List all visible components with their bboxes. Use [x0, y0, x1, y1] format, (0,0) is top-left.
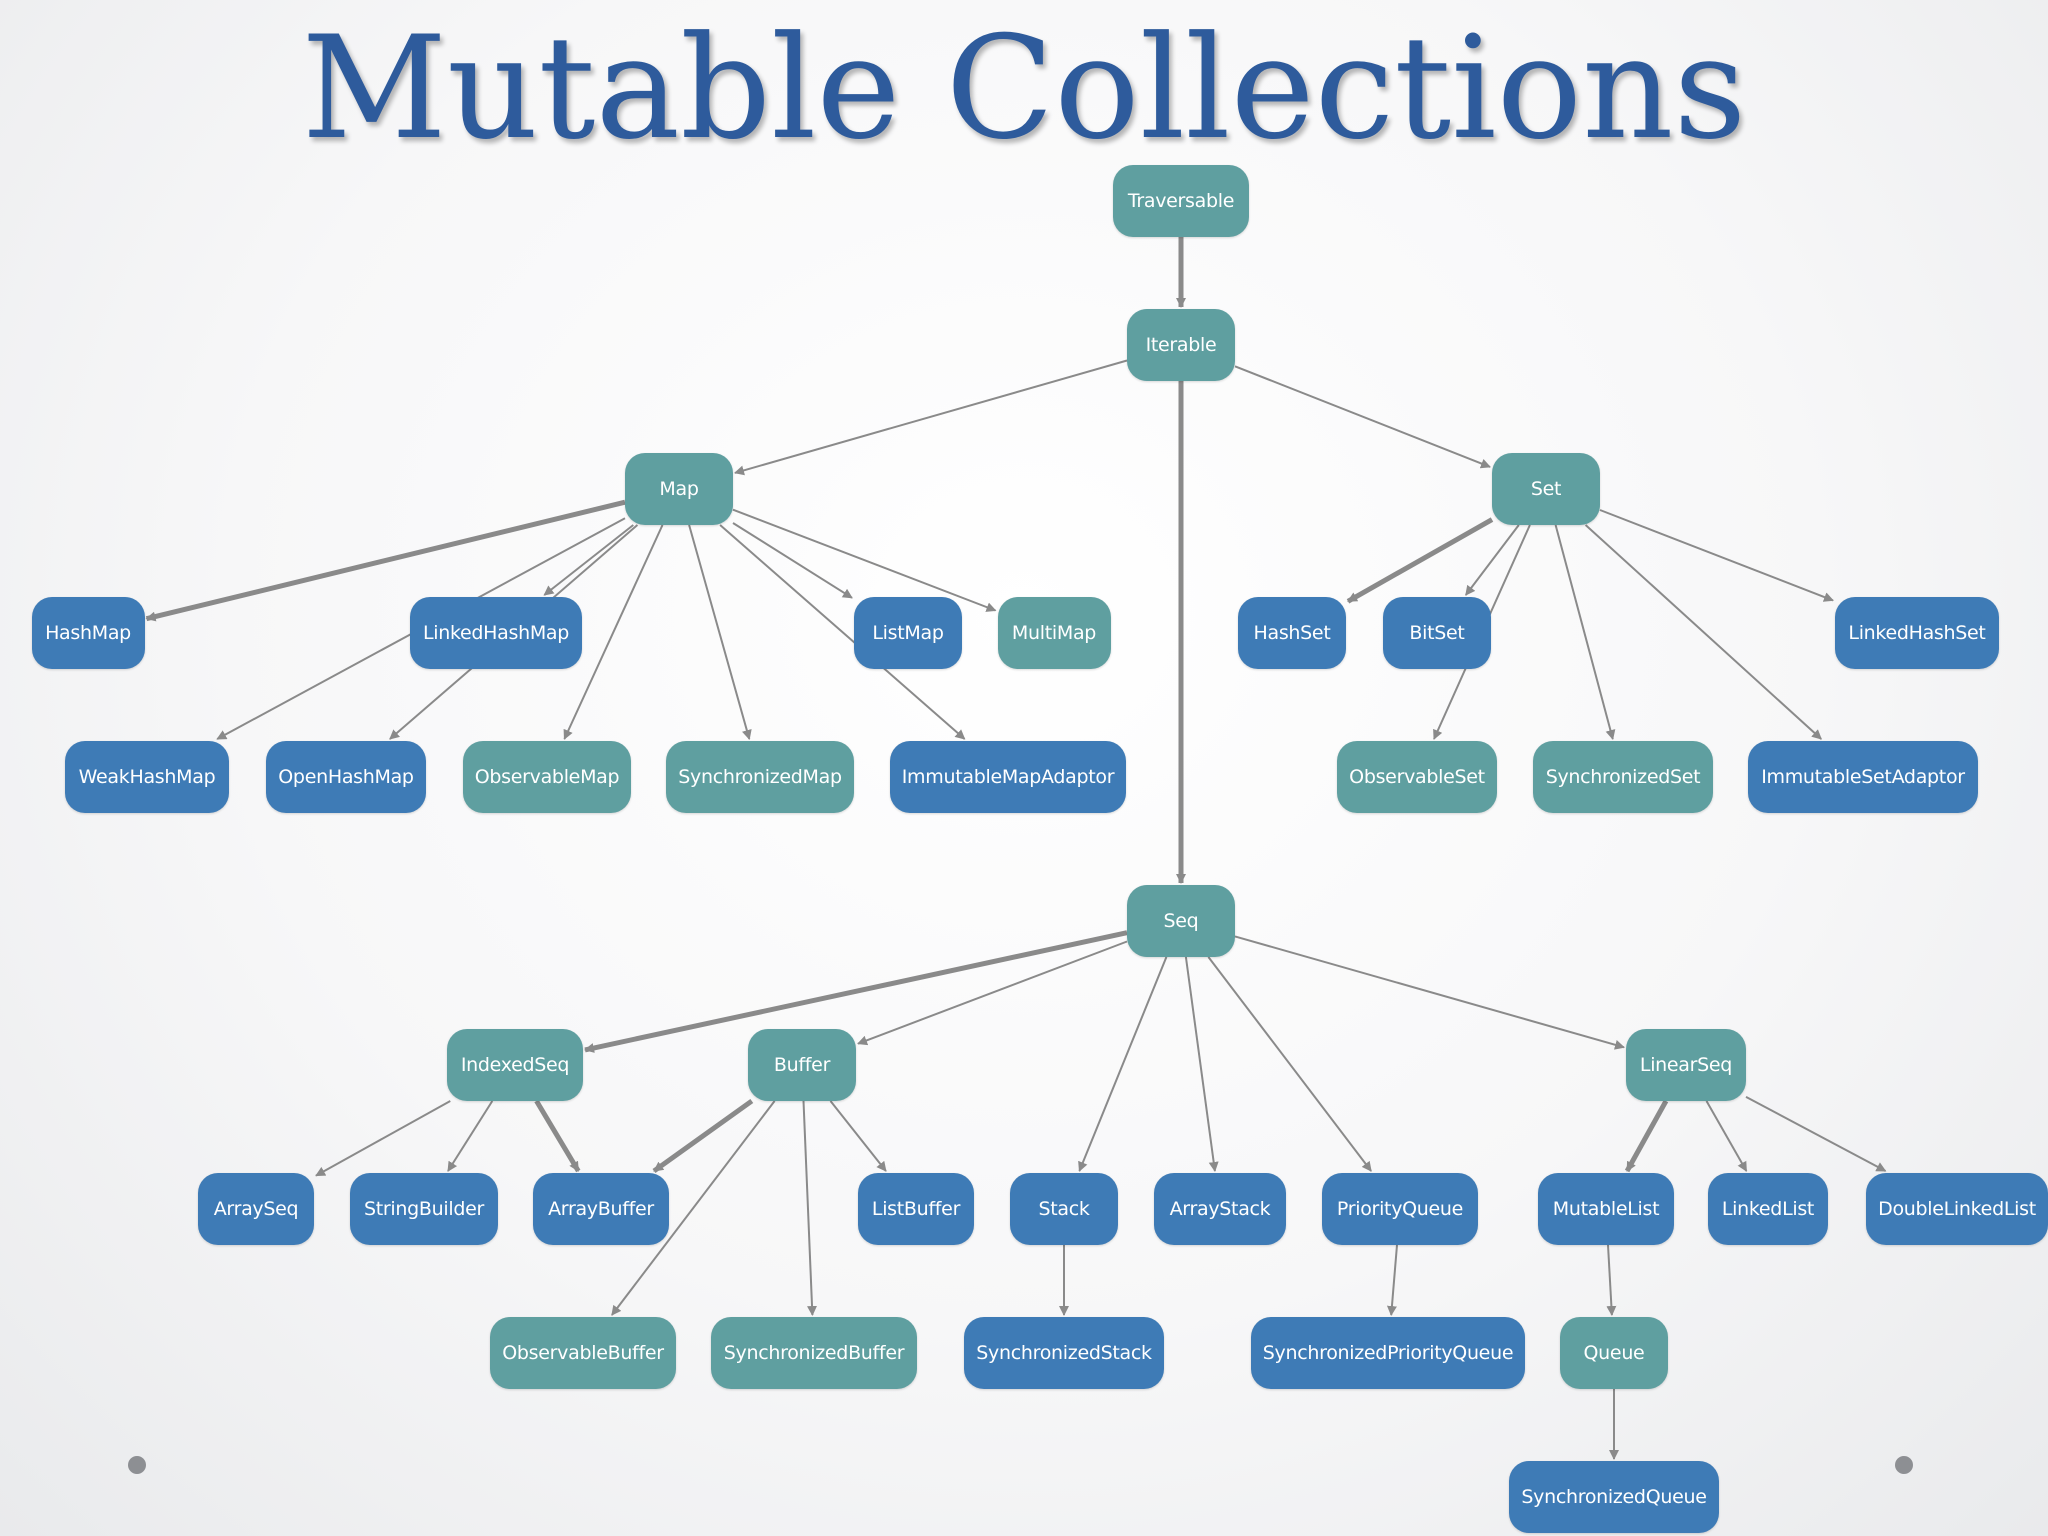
edge-buffer-to-observablebuffer: [611, 1100, 776, 1316]
edge-set-to-linkedhashset: [1599, 509, 1834, 602]
edge-buffer-to-synchronizedbuffer: [802, 1100, 818, 1316]
edge-iterable-to-map: [734, 359, 1128, 476]
edge-indexedseq-to-arrayseq: [315, 1100, 451, 1177]
node-hashset: HashSet: [1238, 597, 1346, 669]
node-seq: Seq: [1127, 885, 1235, 957]
node-bitset: BitSet: [1383, 597, 1491, 669]
edge-seq-to-buffer: [857, 940, 1128, 1046]
edge-indexedseq-to-arraybuffer: [534, 1099, 581, 1173]
edge-buffer-to-arraybuffer: [652, 1098, 754, 1174]
node-immutablemapadaptor: ImmutableMapAdaptor: [890, 741, 1126, 813]
edge-map-to-immutablemapadaptor: [719, 524, 966, 740]
node-doublelinkedlist: DoubleLinkedList: [1866, 1173, 2048, 1245]
node-stack: Stack: [1010, 1173, 1118, 1245]
edge-set-to-bitset: [1465, 524, 1520, 596]
edge-map-to-synchronizedmap: [688, 524, 752, 740]
node-traversable: Traversable: [1113, 165, 1249, 237]
edge-seq-to-arraystack: [1184, 956, 1219, 1172]
node-synchronizedmap: SynchronizedMap: [666, 741, 854, 813]
edge-priorityqueue-to-synchronizedpriorityqueue: [1386, 1244, 1398, 1316]
edge-linearseq-to-linkedlist: [1705, 1100, 1748, 1172]
right-bullet-dot: [1895, 1456, 1913, 1474]
edge-seq-to-linearseq: [1234, 935, 1625, 1050]
node-linkedhashset: LinkedHashSet: [1835, 597, 1999, 669]
node-immutablesetadaptor: ImmutableSetAdaptor: [1748, 741, 1978, 813]
node-indexedseq: IndexedSeq: [447, 1029, 583, 1101]
node-queue: Queue: [1560, 1317, 1668, 1389]
node-openhashmap: OpenHashMap: [266, 741, 426, 813]
node-map: Map: [625, 453, 733, 525]
node-iterable: Iterable: [1127, 309, 1235, 381]
node-synchronizedqueue: SynchronizedQueue: [1509, 1461, 1719, 1533]
edge-mutablelist-to-queue: [1606, 1244, 1617, 1316]
node-listmap: ListMap: [854, 597, 962, 669]
edge-buffer-to-listbuffer: [829, 1100, 887, 1172]
edge-iterable-to-set: [1234, 365, 1491, 469]
edge-map-to-linkedhashmap: [543, 524, 634, 596]
edge-seq-to-indexedseq: [584, 930, 1128, 1053]
node-synchronizedpriorityqueue: SynchronizedPriorityQueue: [1251, 1317, 1525, 1389]
edge-set-to-hashset: [1346, 517, 1494, 604]
node-arraystack: ArrayStack: [1154, 1173, 1286, 1245]
node-observablemap: ObservableMap: [463, 741, 631, 813]
node-priorityqueue: PriorityQueue: [1322, 1173, 1478, 1245]
node-arraybuffer: ArrayBuffer: [533, 1173, 669, 1245]
node-synchronizedstack: SynchronizedStack: [964, 1317, 1164, 1389]
edge-seq-to-stack: [1078, 956, 1168, 1172]
node-multimap: MultiMap: [997, 597, 1111, 669]
edge-set-to-synchronizedset: [1554, 524, 1616, 740]
edge-map-to-hashmap: [145, 499, 626, 622]
node-linearseq: LinearSeq: [1626, 1029, 1746, 1101]
node-set: Set: [1492, 453, 1600, 525]
edge-indexedseq-to-stringbuilder: [447, 1100, 494, 1172]
node-weakhashmap: WeakHashMap: [65, 741, 229, 813]
node-linkedlist: LinkedList: [1708, 1173, 1828, 1245]
node-linkedhashmap: LinkedHashMap: [410, 597, 582, 669]
node-synchronizedbuffer: SynchronizedBuffer: [711, 1317, 917, 1389]
node-observablebuffer: ObservableBuffer: [490, 1317, 676, 1389]
edge-map-to-multimap: [732, 508, 997, 612]
node-mutablelist: MutableList: [1538, 1173, 1674, 1245]
edge-set-to-immutablesetadaptor: [1584, 524, 1822, 740]
edge-linearseq-to-mutablelist: [1624, 1099, 1669, 1173]
slide-title: Mutable Collections: [301, 6, 1747, 171]
edge-seq-to-priorityqueue: [1207, 956, 1372, 1172]
edge-map-to-listmap: [732, 522, 853, 599]
node-listbuffer: ListBuffer: [858, 1173, 974, 1245]
node-buffer: Buffer: [748, 1029, 856, 1101]
edge-linearseq-to-doublelinkedlist: [1745, 1096, 1887, 1172]
node-synchronizedset: SynchronizedSet: [1533, 741, 1713, 813]
node-observableset: ObservableSet: [1337, 741, 1497, 813]
node-arrayseq: ArraySeq: [198, 1173, 314, 1245]
node-stringbuilder: StringBuilder: [350, 1173, 498, 1245]
edge-map-to-observablemap: [563, 524, 664, 740]
left-bullet-dot: [128, 1456, 146, 1474]
node-hashmap: HashMap: [31, 597, 145, 669]
